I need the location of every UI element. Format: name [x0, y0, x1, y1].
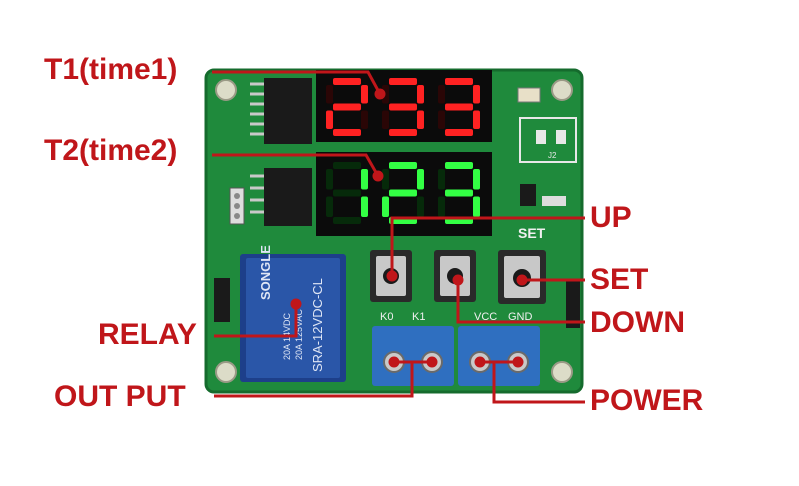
- display-segment: [333, 78, 361, 85]
- display-segment: [361, 110, 368, 129]
- right-components: J2 SET: [517, 87, 577, 241]
- display-segment: [417, 110, 424, 129]
- callout-t1: T1(time1): [44, 53, 178, 86]
- display-segment: [445, 189, 473, 197]
- display-segment: [473, 85, 480, 104]
- display-segment: [333, 217, 361, 224]
- display-segment: [361, 85, 368, 104]
- display-segment: [445, 162, 473, 169]
- display-segment: [389, 78, 417, 85]
- display-segment: [438, 169, 445, 190]
- terminal-label: GND: [508, 311, 533, 323]
- set-silkscreen-label: SET: [518, 225, 546, 241]
- relay-model-label: SRA-12VDC-CL: [310, 278, 325, 372]
- display-segment: [417, 85, 424, 104]
- display-segment: [326, 85, 333, 104]
- terminal-label: VCC: [474, 311, 497, 323]
- display-segment: [445, 129, 473, 136]
- terminal-blocks: [372, 326, 540, 386]
- display-segment: [417, 196, 424, 217]
- display-segment: [389, 129, 417, 136]
- ic-chips: [229, 78, 312, 226]
- display-segment: [333, 162, 361, 169]
- display-top-digits: [326, 78, 480, 136]
- display-segment: [326, 169, 333, 190]
- callout-down: DOWN: [590, 306, 685, 339]
- display-segment: [326, 110, 333, 129]
- display-segment: [333, 129, 361, 136]
- terminal-labels: K0 K1 VCC GND: [380, 311, 533, 323]
- terminal-label: K0: [380, 311, 393, 323]
- display-segment: [473, 196, 480, 217]
- display-segment: [389, 103, 417, 111]
- display-segment: [361, 196, 368, 217]
- relay-rating-label: 20A 125VAC: [294, 309, 304, 360]
- callout-up: UP: [590, 201, 632, 234]
- display-segment: [326, 196, 333, 217]
- callout-set: SET: [590, 263, 649, 296]
- mounting-holes: [215, 79, 573, 383]
- display-segment: [438, 196, 445, 217]
- display-segment: [445, 78, 473, 85]
- callout-relay: RELAY: [98, 318, 197, 351]
- display-segment: [438, 85, 445, 104]
- display-segment: [389, 162, 417, 169]
- callout-t2: T2(time2): [44, 134, 178, 167]
- display-segment: [473, 169, 480, 190]
- display-segment: [333, 189, 361, 197]
- callout-leaders: [212, 70, 585, 404]
- display-segment: [389, 189, 417, 197]
- display-segment: [382, 110, 389, 129]
- display-segment: [382, 169, 389, 190]
- callout-power: POWER: [590, 384, 704, 417]
- terminal-label: K1: [412, 311, 425, 323]
- display-segment: [361, 169, 368, 190]
- display-segment: [333, 103, 361, 111]
- callout-output: OUT PUT: [54, 380, 186, 413]
- relay: SONGLE SRA-12VDC-CL 20A 14VDC 20A 125VAC: [214, 245, 580, 382]
- display-segment: [382, 196, 389, 217]
- display-bottom-digits: [326, 162, 480, 224]
- display-segment: [473, 110, 480, 129]
- display-segment: [417, 169, 424, 190]
- relay-brand-label: SONGLE: [258, 245, 273, 300]
- display-segment: [445, 103, 473, 111]
- part-j2-label: J2: [548, 151, 557, 160]
- display-segment: [438, 110, 445, 129]
- display-segment: [382, 85, 389, 104]
